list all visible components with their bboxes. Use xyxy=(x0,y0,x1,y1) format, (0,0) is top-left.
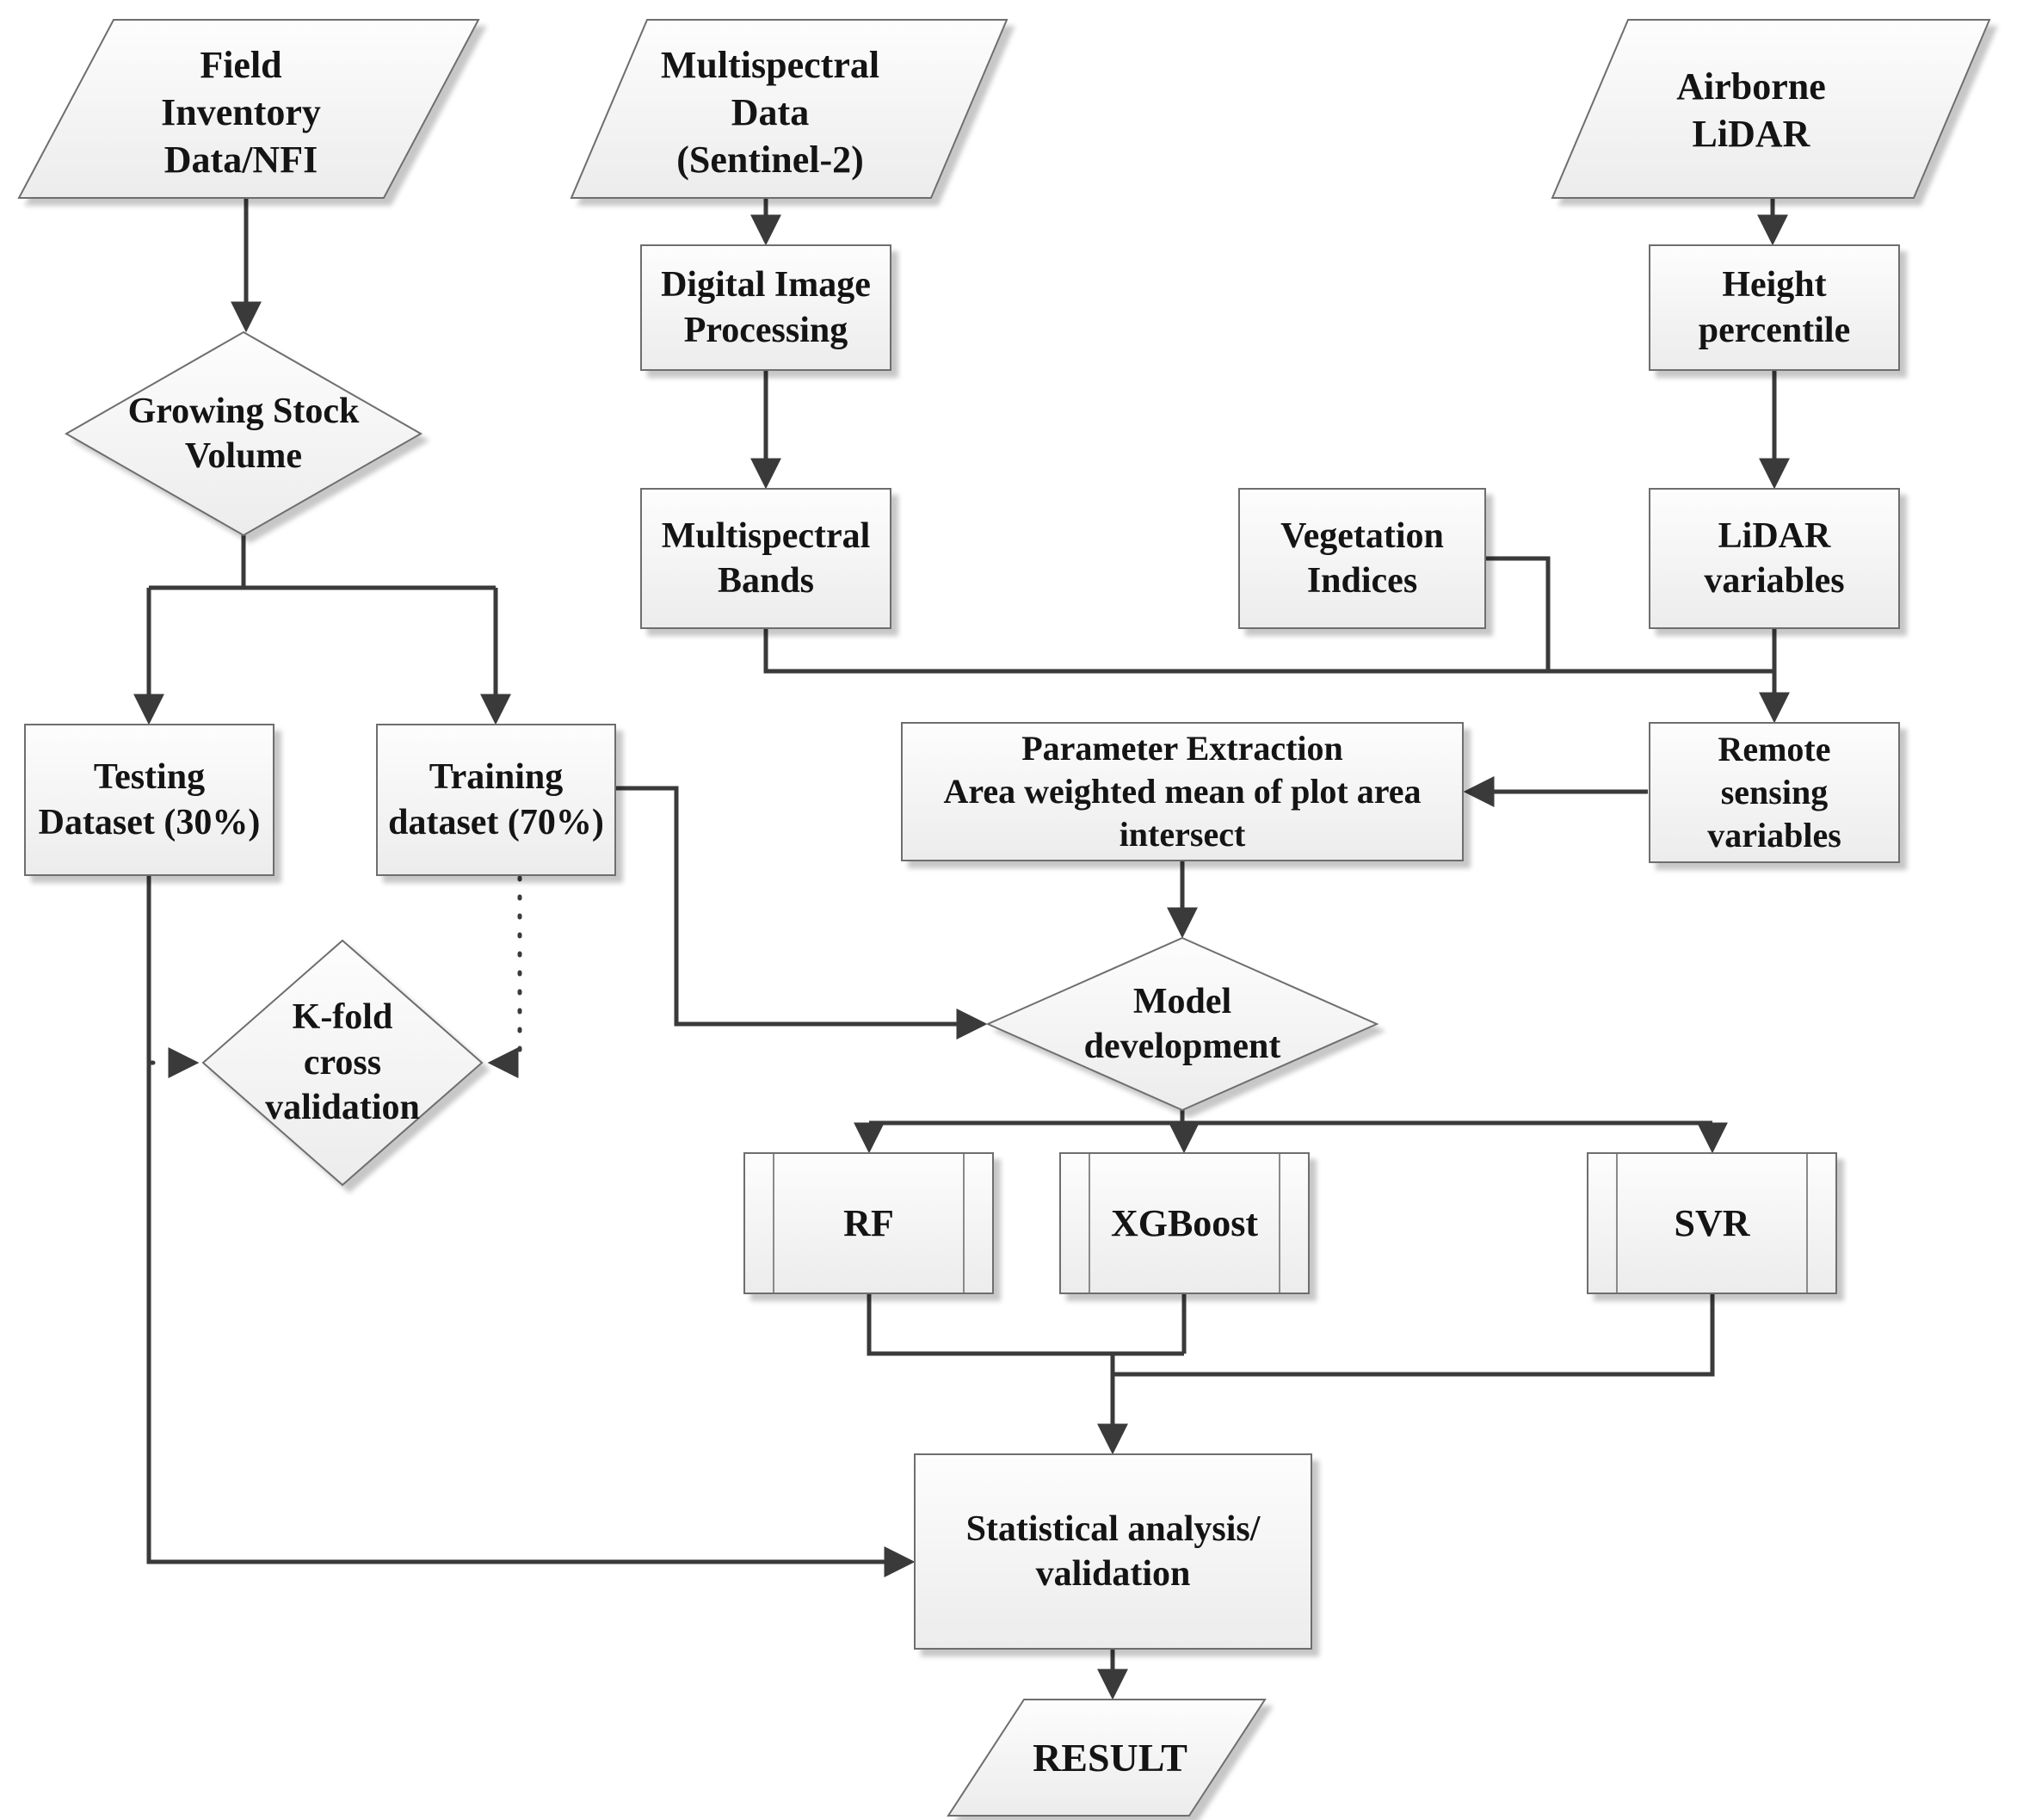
shape-training-dataset xyxy=(376,724,616,876)
shape-model-development xyxy=(985,936,1379,1112)
shape-svr xyxy=(1587,1152,1837,1294)
edge-training-to-kfold-dotted xyxy=(487,875,522,1078)
shape-digital-image-processing xyxy=(640,244,891,371)
edge-svr-merge xyxy=(1113,1293,1715,1377)
shape-field-inventory xyxy=(17,19,480,199)
shape-height-percentile xyxy=(1649,244,1900,371)
shape-multispectral-bands xyxy=(640,488,891,629)
edge-training-to-model xyxy=(616,786,988,1040)
shape-testing-dataset xyxy=(24,724,274,876)
shape-result xyxy=(947,1699,1267,1817)
shape-multispectral-data xyxy=(570,19,1008,199)
shape-lidar-variables xyxy=(1649,488,1900,629)
shape-kfold-cross-validation xyxy=(201,939,484,1187)
edge-rf-merge xyxy=(867,1293,1184,1356)
edge-bands-bus xyxy=(763,629,1774,674)
shape-xgboost xyxy=(1059,1152,1310,1294)
shape-vegetation-indices xyxy=(1238,488,1486,629)
edge-testing-to-stat xyxy=(146,875,916,1577)
shape-airborne-lidar xyxy=(1551,19,1991,199)
shape-rf xyxy=(743,1152,994,1294)
flow-shapes xyxy=(17,19,1991,1817)
shape-statistical-analysis xyxy=(914,1453,1312,1650)
shape-growing-stock-volume xyxy=(64,330,423,537)
shape-remote-sensing-variables xyxy=(1649,722,1900,863)
shape-parameter-extraction xyxy=(901,722,1464,861)
flow-connectors xyxy=(133,199,1790,1700)
edge-vegind-bus xyxy=(1485,556,1551,669)
